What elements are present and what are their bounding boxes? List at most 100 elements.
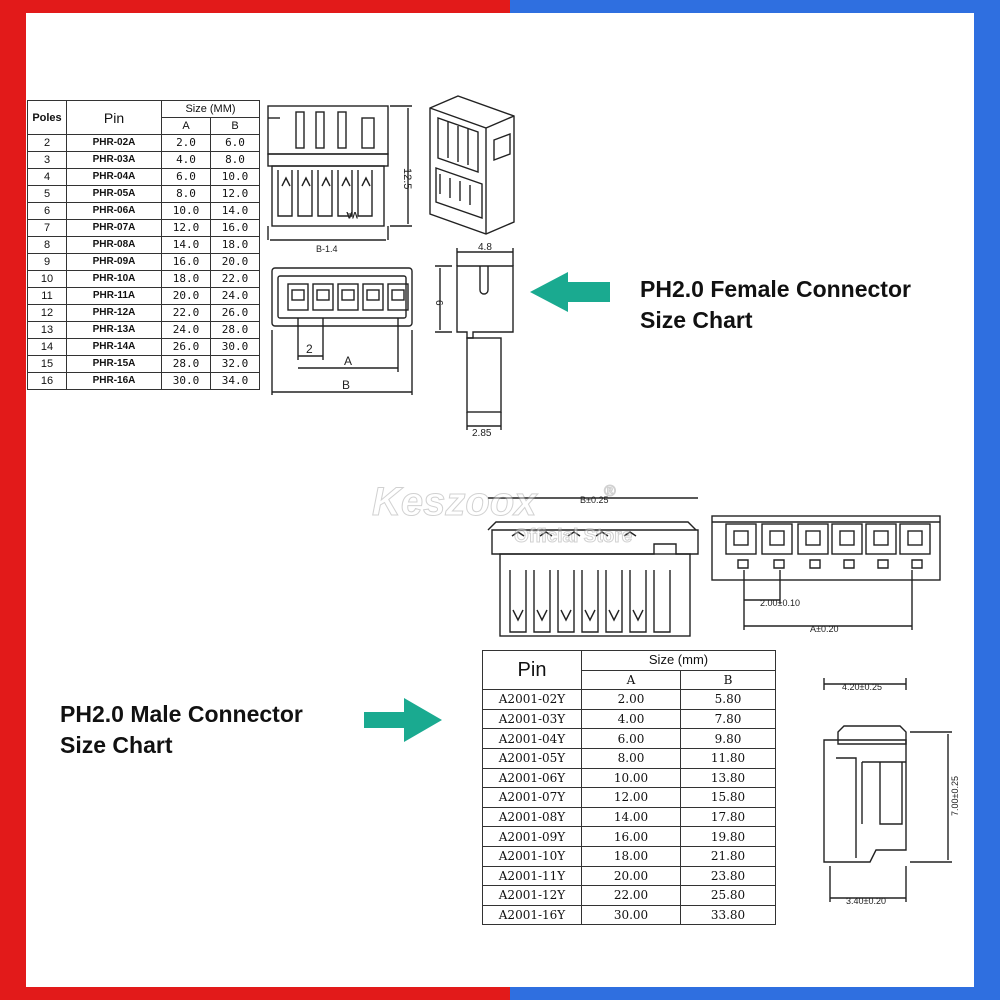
cell-a: 6.0 bbox=[161, 168, 211, 186]
frame-red-top bbox=[0, 0, 510, 13]
cell-b: 8.0 bbox=[210, 151, 260, 169]
female-dim-pitch: 2 bbox=[306, 342, 313, 356]
cell-a: 4.00 bbox=[581, 708, 681, 730]
cell-b: 21.80 bbox=[680, 845, 776, 867]
female-iso-view bbox=[429, 95, 515, 235]
male-dim-side-top: 4.20±0.25 bbox=[842, 682, 882, 692]
male-front-view bbox=[487, 497, 699, 637]
cell-b: 24.0 bbox=[210, 287, 260, 305]
cell-a: 24.0 bbox=[161, 321, 211, 339]
frame-blue-bottom bbox=[510, 987, 1000, 1000]
male-top-view bbox=[711, 515, 941, 630]
female-dim-a: A bbox=[344, 354, 352, 368]
male-contact-row bbox=[725, 523, 931, 555]
table-header-row: Pin Size (mm) bbox=[482, 649, 776, 691]
cell-b: 26.0 bbox=[210, 304, 260, 322]
male-dim-side-bottom: 3.40±0.20 bbox=[846, 896, 886, 906]
female-dim-height: 12.5 bbox=[401, 168, 413, 189]
table-header-row: Poles Pin Size (MM) bbox=[27, 100, 260, 135]
female-dim-b: B bbox=[342, 378, 350, 392]
female-bottom-view bbox=[271, 267, 413, 395]
cell-b: 19.80 bbox=[680, 826, 776, 847]
cell-b: 32.0 bbox=[210, 355, 260, 373]
cell-a: 4.0 bbox=[161, 151, 211, 169]
cell-pin: A2001-04Y bbox=[482, 728, 582, 749]
cell-a: 8.0 bbox=[161, 185, 211, 203]
female-front-view bbox=[267, 105, 412, 241]
female-dim-side-height: 6 bbox=[433, 300, 444, 306]
cell-b: 25.80 bbox=[680, 885, 776, 906]
watermark: Keszoox ® Official Store bbox=[372, 480, 633, 548]
watermark-brand: Keszoox bbox=[372, 480, 538, 524]
male-dim-top-width: B±0.25 bbox=[580, 495, 608, 505]
cell-a: 12.00 bbox=[581, 787, 681, 808]
cell-pin: A2001-16Y bbox=[482, 904, 582, 926]
cell-pin: A2001-07Y bbox=[482, 787, 582, 808]
watermark-reg: ® bbox=[604, 483, 616, 500]
male-caption: PH2.0 Male Connector Size Chart bbox=[60, 699, 303, 761]
female-dim-side-width: 4.8 bbox=[478, 242, 492, 253]
male-dim-side-height: 7.00±0.25 bbox=[950, 776, 960, 816]
frame-red-bottom bbox=[0, 987, 510, 1000]
cell-b: 15.80 bbox=[680, 787, 776, 808]
cell-a: 2.00 bbox=[581, 689, 681, 710]
male-caption-line2: Size Chart bbox=[60, 732, 173, 758]
male-dim-a: A±0.20 bbox=[810, 624, 838, 634]
cell-a: 22.00 bbox=[581, 885, 681, 906]
cell-pin: PHR-16A bbox=[66, 372, 162, 390]
frame-red-left bbox=[0, 0, 26, 1000]
header-size: Size (mm) bbox=[581, 650, 776, 671]
male-caption-line1: PH2.0 Male Connector bbox=[60, 701, 303, 727]
female-body-mark: VA bbox=[346, 210, 358, 220]
frame-blue-right bbox=[974, 0, 1000, 1000]
female-contact-row bbox=[287, 283, 409, 311]
frame-blue-top bbox=[510, 0, 1000, 13]
cell-b: 34.0 bbox=[210, 372, 260, 390]
cell-a: 8.00 bbox=[581, 747, 681, 769]
female-caption-line1: PH2.0 Female Connector bbox=[640, 276, 911, 302]
cell-b: 16.0 bbox=[210, 219, 260, 237]
female-side-view bbox=[435, 248, 514, 430]
female-arrow-icon bbox=[530, 272, 610, 312]
cell-b: 11.80 bbox=[680, 747, 776, 769]
cell-b: 6.0 bbox=[210, 134, 260, 152]
cell-poles: 16 bbox=[27, 372, 67, 390]
cell-b: 30.0 bbox=[210, 338, 260, 356]
cell-b: 33.80 bbox=[680, 904, 776, 926]
cell-a: 20.00 bbox=[581, 865, 681, 887]
female-dim-side-bottom: 2.85 bbox=[472, 428, 492, 439]
cell-poles: 13 bbox=[27, 321, 67, 339]
male-side-view bbox=[823, 678, 952, 902]
cell-a: 10.0 bbox=[161, 202, 211, 220]
cell-b: 5.80 bbox=[680, 689, 776, 710]
female-dim-front-width: B-1.4 bbox=[316, 244, 338, 254]
male-arrow-icon bbox=[364, 698, 442, 742]
watermark-sub: Official Store bbox=[514, 526, 632, 547]
female-caption-line2: Size Chart bbox=[640, 307, 753, 333]
female-caption: PH2.0 Female Connector Size Chart bbox=[640, 274, 911, 336]
